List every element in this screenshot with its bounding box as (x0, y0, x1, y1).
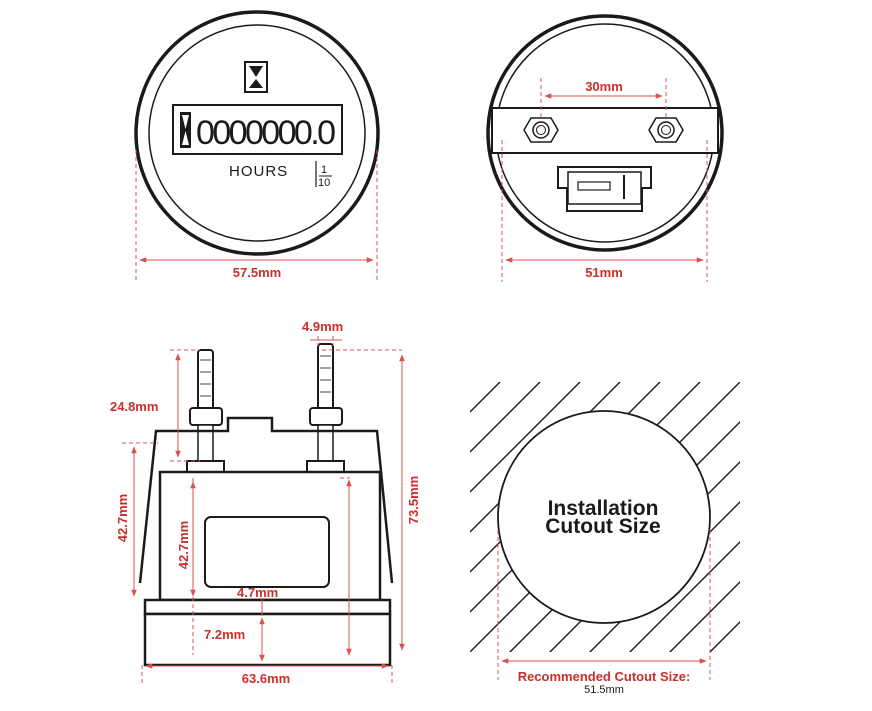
right-stud (306, 343, 345, 474)
cutout-caption-line2: 51.5mm (584, 684, 624, 696)
right-stud-nut-icon (648, 117, 684, 143)
stud-width-label: 4.9mm (302, 319, 343, 334)
back-diameter-label: 51mm (585, 265, 623, 280)
width-label: 63.6mm (242, 671, 290, 686)
body-height-inner-label: 42.7mm (176, 521, 191, 569)
side-view: 4.9mm 24.8mm 42.7mm 42.7mm 4.7mm 7.2mm 7… (110, 319, 421, 686)
cutout-circle (497, 410, 711, 624)
front-diameter-label: 57.5mm (233, 265, 281, 280)
cutout-title-line1: Installation (548, 497, 659, 520)
fraction-denominator: 10 (318, 177, 330, 189)
counter-indicator-icon (180, 112, 191, 148)
counter-digits: 0000000.0 (196, 114, 336, 152)
cutout-caption-line1: Recommended Cutout Size: (518, 669, 691, 684)
front-view: 0000000.0 HOURS 1 10 57.5mm (134, 10, 380, 282)
bezel-label: 4.7mm (237, 585, 278, 600)
hours-label: HOURS (229, 163, 288, 180)
stud-spacing-label: 30mm (585, 79, 623, 94)
total-height-label: 73.5mm (406, 476, 421, 524)
cutout-view: Installation Cutout Size Recommended Cut… (470, 382, 740, 696)
back-view: 30mm 51mm (486, 14, 724, 282)
body-height-outer-label: 42.7mm (115, 494, 130, 542)
stud-length-label: 24.8mm (110, 399, 158, 414)
cutout-title-line2: Cutout Size (545, 515, 661, 538)
fraction-numerator: 1 (321, 164, 327, 176)
connector-plug-icon (557, 166, 652, 212)
counter-display (172, 104, 343, 155)
meter-face-base (143, 612, 392, 667)
left-stud-nut-icon (523, 117, 559, 143)
left-stud (186, 349, 225, 474)
meter-body-label-window (204, 516, 330, 588)
side-bracket (138, 416, 394, 584)
meter-bezel (143, 598, 392, 616)
hourglass-icon (244, 61, 268, 93)
base-label: 7.2mm (204, 627, 245, 642)
